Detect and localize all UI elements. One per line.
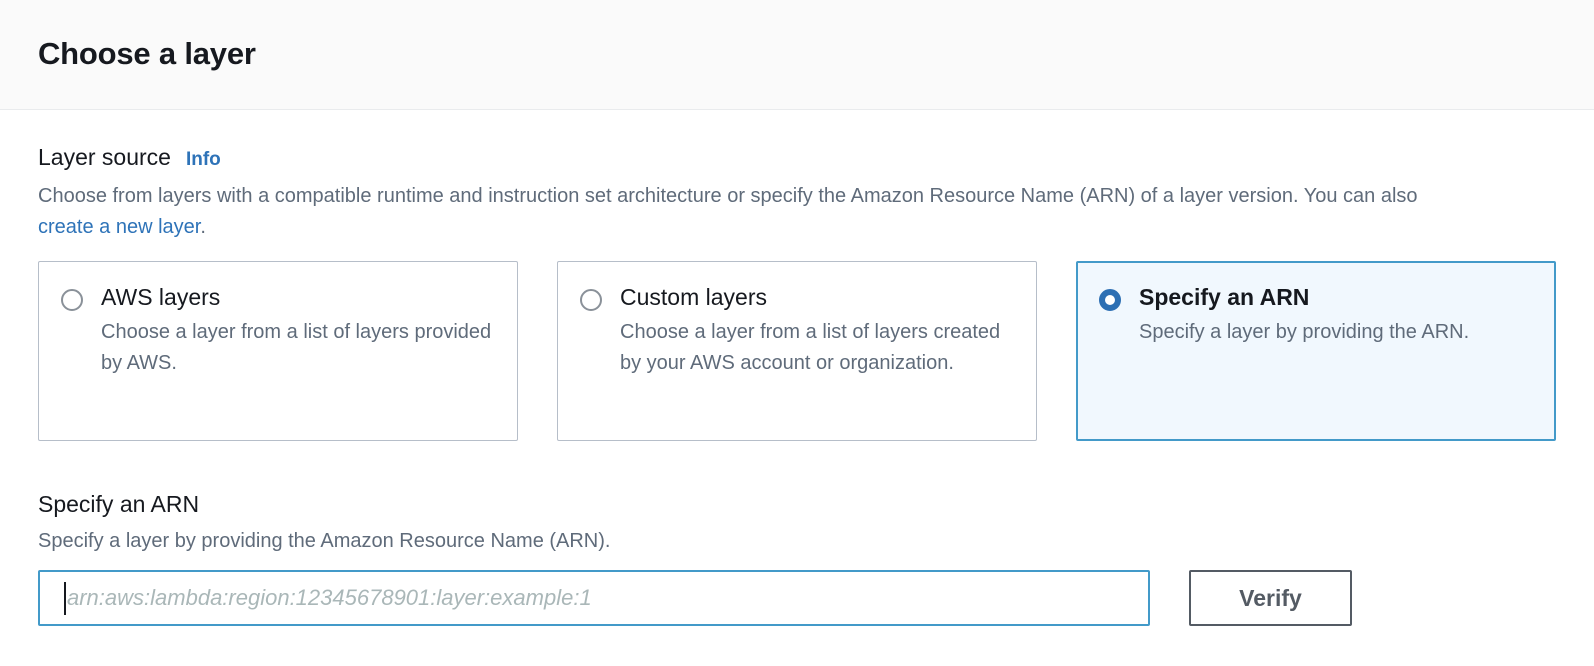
layer-source-options: AWS layers Choose a layer from a list of… bbox=[38, 260, 1556, 441]
radio-card-specify-an-arn-description: Specify a layer by providing the ARN. bbox=[1139, 320, 1470, 343]
radio-card-aws-layers-text: AWS layers Choose a layer from a list of… bbox=[101, 284, 495, 379]
layer-source-label-row: Layer source Info bbox=[38, 144, 1556, 172]
radio-card-specify-an-arn-text: Specify an ARN Specify a layer by provid… bbox=[1139, 284, 1469, 348]
layer-source-description: Choose from layers with a compatible run… bbox=[38, 181, 1478, 243]
radio-icon-custom-layers[interactable] bbox=[580, 288, 602, 311]
page-title: Choose a layer bbox=[38, 36, 256, 72]
panel-body: Layer source Info Choose from layers wit… bbox=[0, 110, 1594, 627]
radio-card-aws-layers-title: AWS layers bbox=[101, 283, 221, 310]
radio-card-custom-layers[interactable]: Custom layers Choose a layer from a list… bbox=[557, 260, 1037, 441]
radio-icon-aws-layers[interactable] bbox=[61, 288, 83, 311]
panel-header: Choose a layer bbox=[0, 0, 1594, 110]
radio-card-custom-layers-text: Custom layers Choose a layer from a list… bbox=[620, 284, 1014, 379]
arn-section: Specify an ARN Specify a layer by provid… bbox=[38, 491, 1556, 627]
arn-input-wrapper[interactable] bbox=[38, 570, 1150, 627]
arn-section-heading: Specify an ARN bbox=[38, 490, 200, 517]
radio-card-aws-layers-description: Choose a layer from a list of layers pro… bbox=[101, 320, 492, 374]
arn-input-row: Verify bbox=[38, 570, 1556, 627]
radio-card-custom-layers-description: Choose a layer from a list of layers cre… bbox=[620, 320, 1001, 374]
verify-button[interactable]: Verify bbox=[1189, 570, 1352, 627]
info-link[interactable]: Info bbox=[185, 149, 221, 170]
create-a-new-layer-link[interactable]: create a new layer bbox=[38, 215, 201, 238]
radio-icon-specify-an-arn[interactable] bbox=[1099, 288, 1121, 311]
arn-section-subtext: Specify a layer by providing the Amazon … bbox=[38, 530, 611, 553]
radio-card-specify-an-arn-title: Specify an ARN bbox=[1139, 283, 1310, 310]
layer-source-description-text: Choose from layers with a compatible run… bbox=[38, 184, 1418, 207]
layer-source-label: Layer source bbox=[38, 144, 171, 170]
radio-card-specify-an-arn[interactable]: Specify an ARN Specify a layer by provid… bbox=[1076, 260, 1556, 441]
arn-input[interactable] bbox=[40, 572, 1148, 625]
layer-source-description-period: . bbox=[200, 215, 206, 238]
radio-card-aws-layers[interactable]: AWS layers Choose a layer from a list of… bbox=[38, 260, 518, 441]
text-cursor-icon bbox=[64, 582, 66, 616]
radio-card-custom-layers-title: Custom layers bbox=[620, 283, 767, 310]
